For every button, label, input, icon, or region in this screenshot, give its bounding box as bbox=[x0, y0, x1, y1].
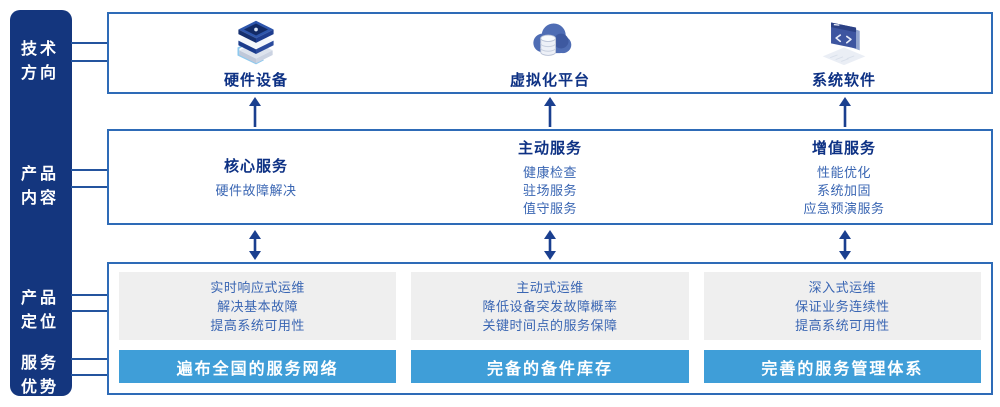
positioning-column-2: 主动式运维 降低设备突发故障概率 关键时间点的服务保障 完备的备件库存 bbox=[411, 272, 689, 383]
connector-line bbox=[71, 169, 108, 171]
product-positioning-box: 实时响应式运维 解决基本故障 提高系统可用性 遍布全国的服务网络 主动式运维 降… bbox=[107, 262, 993, 395]
service-item: 驻场服务 bbox=[522, 182, 577, 198]
advantage-bar: 遍布全国的服务网络 bbox=[119, 350, 397, 383]
tech-item-hardware: 硬件设备 bbox=[109, 14, 403, 92]
positioning-column-3: 深入式运维 保证业务连续性 提高系统可用性 完善的服务管理体系 bbox=[703, 272, 981, 383]
up-arrow-icon bbox=[839, 97, 852, 127]
positioning-line: 降低设备突发故障概率 bbox=[482, 298, 618, 314]
service-column-value-added: 增值服务 性能优化 系统加固 应急预演服务 bbox=[697, 131, 991, 223]
service-item: 性能优化 bbox=[816, 164, 871, 180]
connector-line bbox=[71, 42, 108, 44]
positioning-panel: 深入式运维 保证业务连续性 提高系统可用性 bbox=[703, 272, 981, 341]
double-arrow-icon bbox=[248, 230, 261, 260]
sidebar-label-product-positioning: 产品 定位 bbox=[21, 290, 60, 331]
arrow-row-bottom bbox=[107, 230, 993, 260]
sidebar: 技术 方向 产品 内容 产品 定位 服务 优势 bbox=[10, 10, 72, 396]
positioning-panel: 实时响应式运维 解决基本故障 提高系统可用性 bbox=[119, 272, 397, 341]
up-arrow-icon bbox=[543, 97, 556, 127]
sidebar-label-tech-direction: 技术 方向 bbox=[21, 41, 60, 82]
tech-item-label: 虚拟化平台 bbox=[509, 71, 590, 89]
positioning-column-1: 实时响应式运维 解决基本故障 提高系统可用性 遍布全国的服务网络 bbox=[119, 272, 397, 383]
positioning-line: 深入式运维 bbox=[808, 279, 877, 295]
connector-line bbox=[71, 60, 108, 62]
service-column-core: 核心服务 硬件故障解决 bbox=[109, 131, 403, 223]
connector-line bbox=[71, 374, 108, 376]
service-item: 系统加固 bbox=[816, 182, 871, 198]
connector-line bbox=[71, 310, 108, 312]
service-item: 健康检查 bbox=[522, 164, 577, 180]
double-arrow-icon bbox=[543, 230, 556, 260]
tech-item-system-software: 系统软件 bbox=[697, 14, 991, 92]
service-item: 应急预演服务 bbox=[803, 200, 885, 216]
cloud-database-icon bbox=[525, 17, 575, 67]
positioning-line: 主动式运维 bbox=[516, 279, 584, 295]
server-stack-icon bbox=[231, 17, 281, 67]
product-content-box: 核心服务 硬件故障解决 主动服务 健康检查 驻场服务 值守服务 增值服务 性能优… bbox=[107, 129, 993, 225]
positioning-line: 提高系统可用性 bbox=[210, 317, 305, 333]
sidebar-label-product-content: 产品 内容 bbox=[21, 166, 60, 207]
connector-line bbox=[71, 294, 108, 296]
sidebar-label-service-advantage: 服务 优势 bbox=[21, 355, 60, 396]
service-title: 增值服务 bbox=[811, 139, 876, 157]
advantage-bar: 完备的备件库存 bbox=[411, 350, 689, 383]
positioning-line: 关键时间点的服务保障 bbox=[482, 317, 618, 333]
service-item: 值守服务 bbox=[522, 200, 577, 216]
service-title: 主动服务 bbox=[517, 139, 582, 157]
connector-line bbox=[71, 358, 108, 360]
service-title: 核心服务 bbox=[223, 157, 288, 175]
tech-item-virtualization: 虚拟化平台 bbox=[403, 14, 697, 92]
positioning-line: 解决基本故障 bbox=[217, 298, 299, 314]
arrow-row-top bbox=[107, 97, 993, 127]
connector-line bbox=[71, 186, 108, 188]
service-item: 硬件故障解决 bbox=[215, 182, 297, 198]
tech-item-label: 系统软件 bbox=[811, 71, 876, 89]
code-window-icon bbox=[819, 17, 869, 67]
service-column-proactive: 主动服务 健康检查 驻场服务 值守服务 bbox=[403, 131, 697, 223]
positioning-line: 实时响应式运维 bbox=[210, 279, 305, 295]
tech-item-label: 硬件设备 bbox=[223, 71, 288, 89]
tech-direction-box: 硬件设备 虚拟化平台 bbox=[107, 12, 993, 94]
positioning-line: 保证业务连续性 bbox=[795, 298, 890, 314]
positioning-line: 提高系统可用性 bbox=[795, 317, 890, 333]
up-arrow-icon bbox=[248, 97, 261, 127]
double-arrow-icon bbox=[839, 230, 852, 260]
positioning-panel: 主动式运维 降低设备突发故障概率 关键时间点的服务保障 bbox=[411, 272, 689, 341]
advantage-bar: 完善的服务管理体系 bbox=[703, 350, 981, 383]
